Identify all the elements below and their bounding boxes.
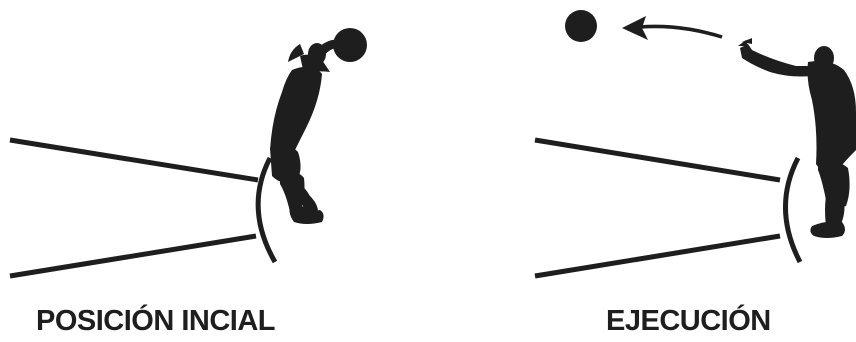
- shot-ball-initial: [333, 28, 367, 62]
- athlete-silhouette-initial: [270, 40, 340, 224]
- caption-execution: EJECUCIÓN: [606, 304, 771, 338]
- throwing-circle-arc: [785, 158, 800, 262]
- sector-line-lower: [10, 236, 256, 276]
- sector-line-upper: [10, 140, 258, 180]
- shot-ball-execution: [565, 10, 597, 42]
- throw-direction-arrow: [622, 16, 722, 40]
- sector-line-lower: [535, 236, 780, 276]
- sector-line-upper: [535, 140, 780, 180]
- caption-initial-position: POSICIÓN INCIAL: [36, 304, 275, 338]
- panel-execution: [535, 10, 856, 276]
- athlete-silhouette-execution: [738, 38, 856, 238]
- panel-initial-position: [10, 28, 367, 276]
